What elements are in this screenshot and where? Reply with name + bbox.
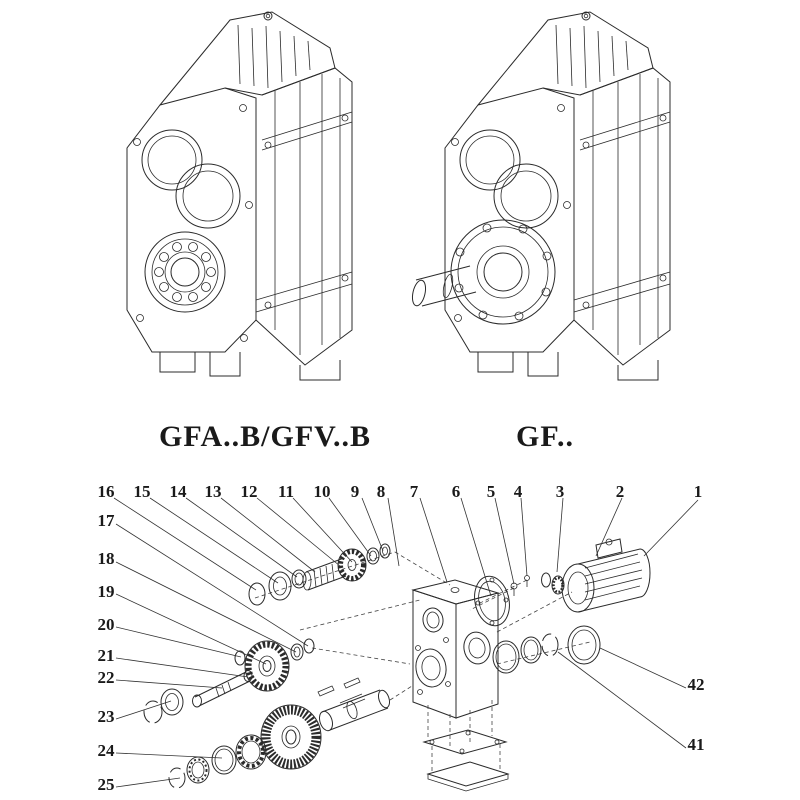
callout-14: 14 <box>169 482 187 501</box>
callout-18: 18 <box>97 549 115 568</box>
motor-side-assembly <box>470 539 650 673</box>
callout-2: 2 <box>615 482 625 501</box>
output-shaft-assembly <box>169 678 392 788</box>
callout-10: 10 <box>313 482 331 501</box>
callout-5: 5 <box>486 482 496 501</box>
callout-19: 19 <box>97 582 115 601</box>
bottom-cover-parts <box>424 700 508 791</box>
callout-12: 12 <box>240 482 258 501</box>
left-model-caption: GFA..B/GFV..B <box>159 420 371 453</box>
callout-11: 11 <box>277 482 295 501</box>
callout-4: 4 <box>513 482 523 501</box>
intermediate-shaft-assembly <box>144 639 314 723</box>
callout-3: 3 <box>555 482 565 501</box>
callout-6: 6 <box>451 482 461 501</box>
callout-41: 41 <box>687 735 705 754</box>
callout-21: 21 <box>97 646 115 665</box>
input-shaft-assembly <box>249 544 390 605</box>
callout-23: 23 <box>97 707 115 726</box>
callout-16: 16 <box>97 482 115 501</box>
exploded-view-drawing <box>114 498 698 791</box>
callout-1: 1 <box>693 482 703 501</box>
callout-15: 15 <box>133 482 151 501</box>
gearbox-left-drawing <box>127 12 352 380</box>
callout-42: 42 <box>687 675 705 694</box>
leader-lines <box>114 498 698 787</box>
gearbox-right-drawing <box>410 12 670 380</box>
callout-22: 22 <box>97 668 115 687</box>
callout-25: 25 <box>97 775 115 794</box>
callout-24: 24 <box>97 741 115 760</box>
right-model-caption: GF.. <box>516 420 574 453</box>
callout-9: 9 <box>350 482 360 501</box>
callout-8: 8 <box>376 482 386 501</box>
callout-17: 17 <box>97 511 115 530</box>
callout-20: 20 <box>97 615 115 634</box>
housing <box>413 580 498 718</box>
callout-7: 7 <box>409 482 419 501</box>
callout-13: 13 <box>204 482 222 501</box>
